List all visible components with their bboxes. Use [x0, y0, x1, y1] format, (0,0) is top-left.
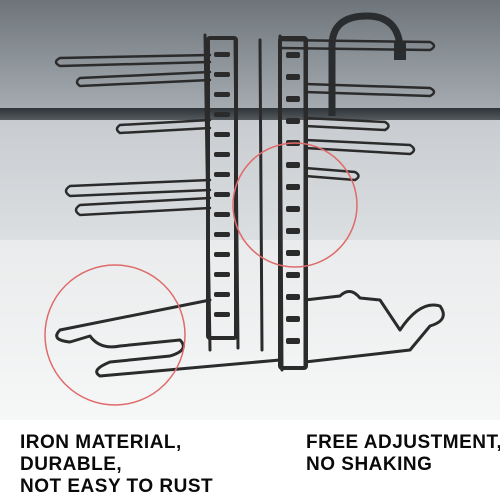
counter-edge: [0, 108, 500, 122]
cabinet-front: [0, 120, 500, 240]
material-callout-line2: DURABLE,: [20, 454, 123, 475]
adjustment-callout-line2: NO SHAKING: [306, 454, 433, 475]
slot-holes: [214, 52, 300, 344]
material-highlight-circle: [44, 264, 186, 406]
material-callout-line1: IRON MATERIAL,: [20, 432, 182, 453]
adjustment-highlight-circle: [232, 142, 358, 268]
material-callout-line3: NOT EASY TO RUST: [20, 476, 214, 497]
countertop: [0, 240, 500, 420]
adjustment-callout-line1: FREE ADJUSTMENT,: [306, 432, 500, 453]
material-callout: IRON MATERIAL, DURABLE, NOT EASY TO RUST: [20, 432, 220, 498]
faucet-icon: [328, 12, 406, 116]
adjustment-callout: FREE ADJUSTMENT, NO SHAKING: [306, 432, 500, 476]
backsplash-wall: [0, 0, 500, 110]
kitchen-background: [0, 0, 500, 420]
